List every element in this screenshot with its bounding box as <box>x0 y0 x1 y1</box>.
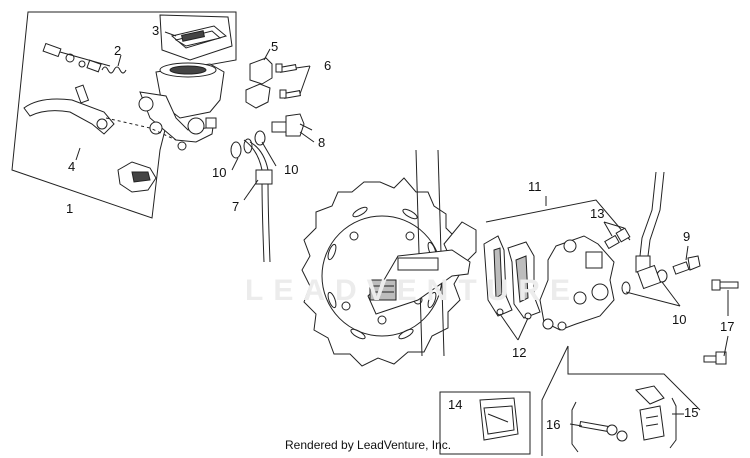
master-cylinder-body <box>138 62 225 143</box>
callout-7: 7 <box>232 199 240 214</box>
callout-15: 15 <box>684 405 699 420</box>
clamp-screws <box>275 63 301 99</box>
watermark: LEADVENTURE <box>245 274 581 307</box>
group-outline-3 <box>159 14 233 61</box>
pads-kit-box <box>439 391 531 455</box>
caliper-banjo-bolt <box>672 255 701 275</box>
callout-13: 13 <box>590 206 605 221</box>
callout-10-left: 10 <box>212 165 227 180</box>
callout-2: 2 <box>114 43 122 58</box>
caliper-mount-bolts <box>703 279 739 365</box>
handlebar-clamp <box>245 57 273 109</box>
brake-disc <box>301 177 463 367</box>
piston-kit <box>42 42 127 74</box>
pin-kit-group <box>541 345 701 456</box>
callout-4: 4 <box>68 159 76 174</box>
caliper-body <box>539 235 615 331</box>
brake-lever <box>23 84 187 151</box>
callout-5: 5 <box>271 39 279 54</box>
lower-brake-hose <box>621 171 668 295</box>
brake-hose <box>230 130 273 263</box>
callout-16: 16 <box>546 417 561 432</box>
brake-pads <box>483 235 541 320</box>
callout-17: 17 <box>720 319 735 334</box>
callout-12: 12 <box>512 345 527 360</box>
caliper-group-outline <box>485 196 631 241</box>
callout-10-right: 10 <box>284 162 299 177</box>
callout-11: 11 <box>528 179 542 194</box>
banjo-bolt <box>271 113 313 137</box>
callout-10-caliper: 10 <box>672 312 687 327</box>
leader-lines <box>75 31 729 427</box>
footer-credit: Rendered by LeadVenture, Inc. <box>285 438 452 452</box>
callout-6: 6 <box>324 58 332 73</box>
bleeder-valve <box>603 221 631 250</box>
callout-1: 1 <box>66 201 74 216</box>
callout-3: 3 <box>152 23 160 38</box>
lever-clamp <box>117 161 157 193</box>
caliper-bracket <box>367 221 477 315</box>
callout-9: 9 <box>683 229 691 244</box>
callout-8: 8 <box>318 135 326 150</box>
callout-14: 14 <box>448 397 463 412</box>
reservoir-cap <box>170 25 228 49</box>
